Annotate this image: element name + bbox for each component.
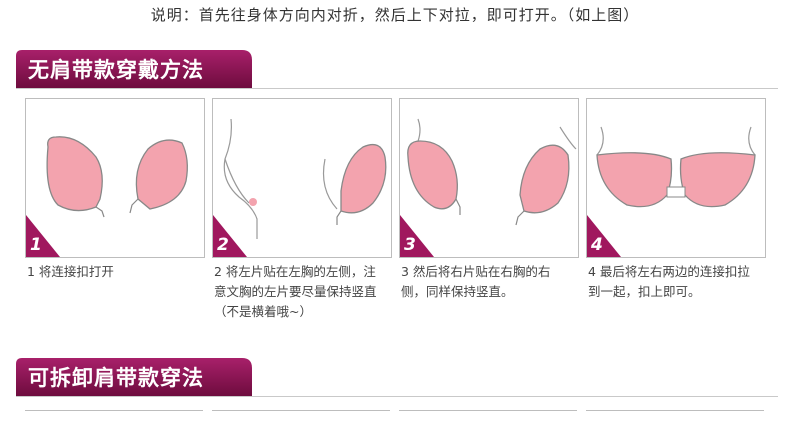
banner-shape bbox=[16, 358, 252, 396]
step-card-top-edge bbox=[586, 410, 764, 421]
step-card-1: 1 bbox=[25, 98, 205, 258]
step-number: 1 bbox=[30, 235, 42, 255]
section-title: 可拆卸肩带款穿法 bbox=[28, 366, 204, 390]
step-caption-2: 2 将左片贴在左胸的左侧，注意文胸的左片要尽量保持竖直（不是横着哦~） bbox=[214, 264, 377, 319]
step-card-3: 3 bbox=[399, 98, 579, 258]
step-caption-1: 1 将连接扣打开 bbox=[27, 264, 114, 279]
step-number: 2 bbox=[217, 235, 229, 255]
step-caption-3: 3 然后将右片贴在右胸的右侧，同样保持竖直。 bbox=[401, 264, 551, 299]
section-banner-strapless: 无肩带款穿戴方法 bbox=[16, 50, 254, 90]
step-caption-4: 4 最后将左右两边的连接扣拉到一起，扣上即可。 bbox=[588, 264, 750, 299]
section-banner-detachable: 可拆卸肩带款穿法 bbox=[16, 358, 254, 398]
step-1-illustration bbox=[26, 136, 188, 257]
section-divider bbox=[16, 396, 778, 397]
section-divider bbox=[16, 88, 778, 89]
step-card-4: 4 bbox=[586, 98, 766, 258]
banner-shape bbox=[16, 50, 252, 88]
step-4-illustration bbox=[587, 126, 756, 257]
step-3-illustration bbox=[400, 118, 577, 257]
step-card-top-edge bbox=[399, 410, 577, 421]
step-number: 4 bbox=[591, 235, 603, 255]
step-number: 3 bbox=[404, 235, 416, 255]
step-2-illustration bbox=[213, 118, 387, 257]
instruction-note: 说明：首先往身体方向内对折，然后上下对拉，即可打开。（如上图） bbox=[150, 6, 640, 24]
step-card-top-edge bbox=[25, 410, 203, 421]
step-card-2: 2 bbox=[212, 98, 392, 258]
section-title: 无肩带款穿戴方法 bbox=[28, 58, 204, 82]
step-card-top-edge bbox=[212, 410, 390, 421]
